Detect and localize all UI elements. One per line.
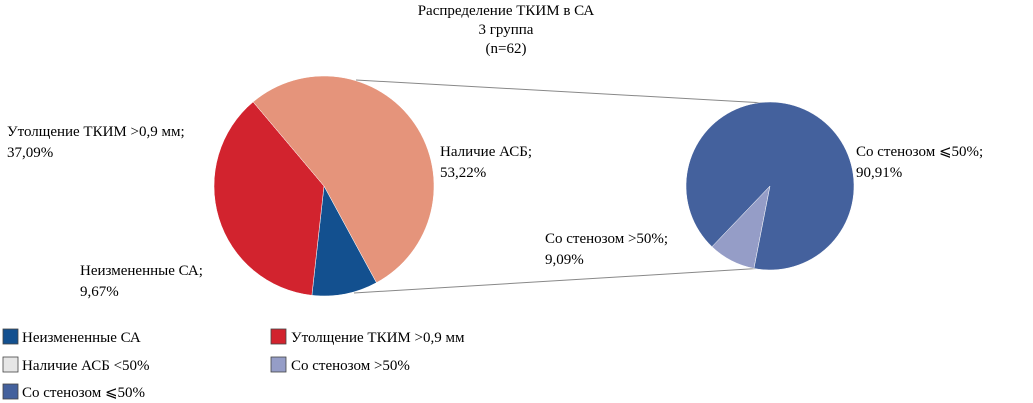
connector-line-top <box>355 79 767 104</box>
legend-label-stenosis-le50: Со стенозом ⩽50% <box>22 385 145 401</box>
legend-swatch-stenosis-le50 <box>2 383 19 400</box>
legend-label-asb: Наличие АСБ <50% <box>22 358 150 374</box>
chart-title-line-2: 3 группа <box>479 22 534 38</box>
label-stenosis-gt50-value: 9,09% <box>545 252 584 268</box>
chart-title-line-1: Распределение ТКИМ в СА <box>418 3 595 19</box>
legend-swatch-asb <box>2 356 19 373</box>
legend-swatch-stenosis-gt50 <box>270 356 287 373</box>
legend-label-thickening: Утолщение ТКИМ >0,9 мм <box>291 330 465 346</box>
legend: Неизмененные СА Утолщение ТКИМ >0,9 мм Н… <box>2 328 465 401</box>
legend-label-unchanged: Неизмененные СА <box>22 330 141 346</box>
label-unchanged-name: Неизмененные СА; <box>80 263 203 279</box>
label-stenosis-gt50-name: Со стенозом >50%; <box>545 231 668 247</box>
chart-title-line-3: (n=62) <box>486 41 527 57</box>
connector-line-bottom <box>353 267 767 294</box>
pie-slice-thickening <box>213 101 325 296</box>
pie-slice-stenosis-le50 <box>685 101 855 271</box>
label-thickening-value: 37,09% <box>7 145 53 161</box>
label-asb-name: Наличие АСБ; <box>440 144 532 160</box>
pie-slice-asb <box>252 75 435 284</box>
legend-swatch-thickening <box>270 328 287 345</box>
label-asb-value: 53,22% <box>440 165 486 181</box>
label-unchanged-value: 9,67% <box>80 284 119 300</box>
label-stenosis-le50-value: 90,91% <box>856 165 902 181</box>
label-thickening-name: Утолщение ТКИМ >0,9 мм; <box>7 124 185 140</box>
label-stenosis-le50-name: Со стенозом ⩽50%; <box>856 144 983 160</box>
legend-swatch-unchanged <box>2 328 19 345</box>
legend-label-stenosis-gt50: Со стенозом >50% <box>291 358 410 374</box>
